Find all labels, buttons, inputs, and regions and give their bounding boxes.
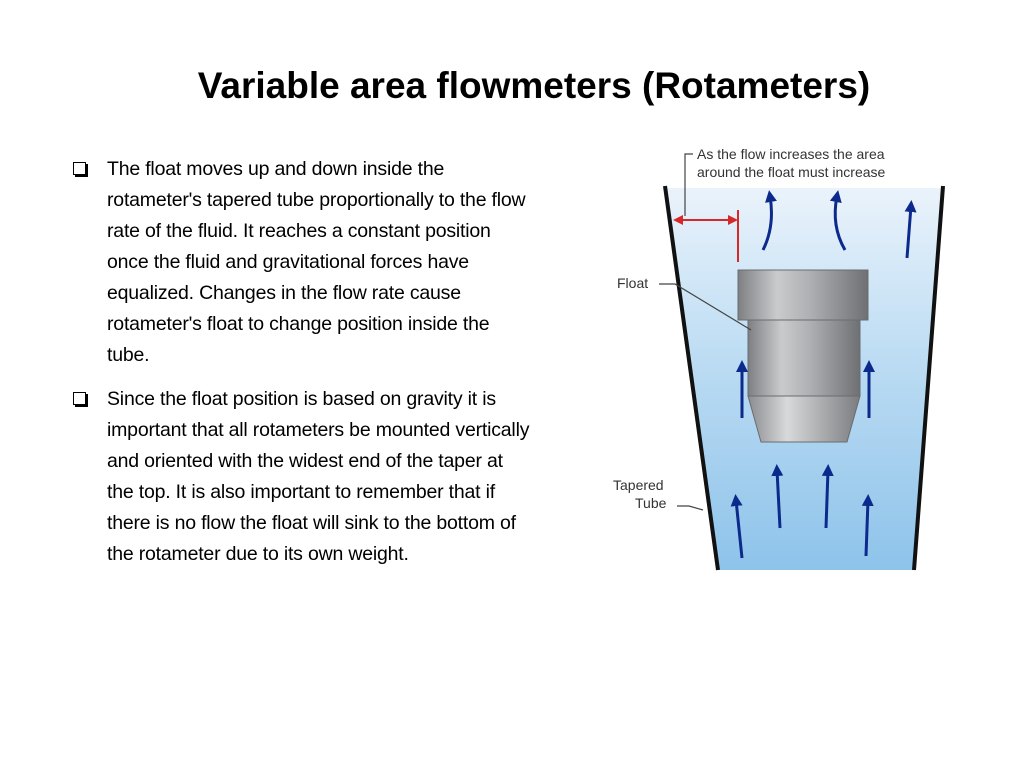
bullet-item: Since the float position is based on gra… (70, 384, 532, 570)
tube-wall-right (912, 185, 945, 571)
slide-title: Variable area flowmeters (Rotameters) (197, 65, 871, 106)
float-label-leader (659, 283, 752, 331)
flow-arrow (861, 494, 874, 557)
flow-arrow (829, 190, 847, 251)
tube-wall-left (663, 185, 720, 571)
float (737, 269, 869, 443)
tube-label-line1: Tapered (613, 477, 664, 493)
flow-arrow (904, 200, 917, 259)
area-label-leader (684, 153, 693, 216)
bullet-text: Since the float position is based on gra… (107, 388, 530, 565)
checkbox-bullet-icon (73, 162, 86, 175)
tube-label-leader (677, 505, 704, 511)
flow-arrow (821, 464, 834, 529)
checkbox-bullet-icon (73, 392, 86, 405)
tube-label-line2: Tube (635, 495, 667, 511)
bullet-list: The float moves up and down inside the r… (70, 154, 532, 583)
area-indicator (673, 210, 739, 262)
rotameter-illustration: As the flow increases the area around th… (613, 146, 945, 571)
flow-arrow (771, 464, 784, 529)
float-label: Float (617, 275, 648, 291)
bullet-text: The float moves up and down inside the r… (107, 158, 526, 366)
flow-arrow (761, 190, 777, 251)
bullet-item: The float moves up and down inside the r… (70, 154, 532, 371)
area-label-line2: around the float must increase (697, 164, 886, 180)
area-label-line1: As the flow increases the area (697, 146, 885, 162)
flow-arrow (730, 494, 744, 559)
rotameter-diagram: As the flow increases the area around th… (605, 138, 965, 578)
